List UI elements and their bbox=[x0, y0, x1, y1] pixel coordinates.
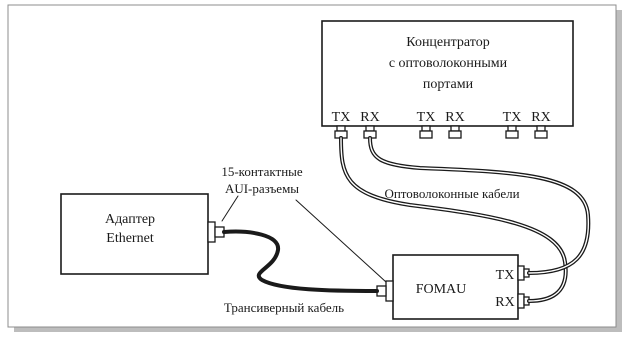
fomau-label: FOMAU bbox=[416, 282, 467, 297]
aui-connectors-label-line-2: AUI-разъемы bbox=[225, 181, 299, 196]
hub-title-line-3: портами bbox=[423, 77, 474, 92]
fomau: FOMAU TX RX bbox=[376, 254, 530, 320]
hub-box bbox=[321, 20, 574, 127]
aui-leader-adapter bbox=[221, 195, 239, 222]
hub-title-line-1: Концентратор bbox=[406, 35, 489, 50]
hub-port-2-tx-label: TX bbox=[417, 110, 436, 125]
hub-port-3-tx-label: TX bbox=[503, 110, 522, 125]
hub-port-3-tx-connector bbox=[505, 125, 519, 139]
hub-title-line-2: с оптоволоконными bbox=[389, 56, 508, 71]
fomau-box bbox=[392, 254, 519, 320]
transceiver-cable bbox=[222, 229, 379, 293]
aui-connectors-label-line-1: 15-контактные bbox=[221, 164, 303, 179]
ethernet-adapter: Адаптер Ethernet bbox=[60, 193, 225, 275]
hub-port-2-tx-connector bbox=[419, 125, 433, 139]
aui-leader-fomau bbox=[295, 199, 387, 283]
hub: Концентратор с оптоволоконными портами T… bbox=[321, 20, 574, 139]
adapter-label-line-1: Адаптер bbox=[105, 212, 155, 227]
transceiver-cable-label: Трансиверный кабель bbox=[224, 300, 344, 315]
hub-port-1-rx-label: RX bbox=[360, 110, 379, 125]
fiber-cables-label: Оптоволоконные кабели bbox=[384, 186, 519, 201]
fomau-tx-label: TX bbox=[496, 268, 515, 283]
hub-port-3-rx-label: RX bbox=[531, 110, 550, 125]
fomau-rx-label: RX bbox=[495, 295, 514, 310]
hub-port-1-tx-label: TX bbox=[332, 110, 351, 125]
hub-port-3-rx-connector bbox=[534, 125, 548, 139]
hub-port-2-rx-label: RX bbox=[445, 110, 464, 125]
hub-port-2-rx-connector bbox=[448, 125, 462, 139]
adapter-label-line-2: Ethernet bbox=[106, 231, 154, 246]
